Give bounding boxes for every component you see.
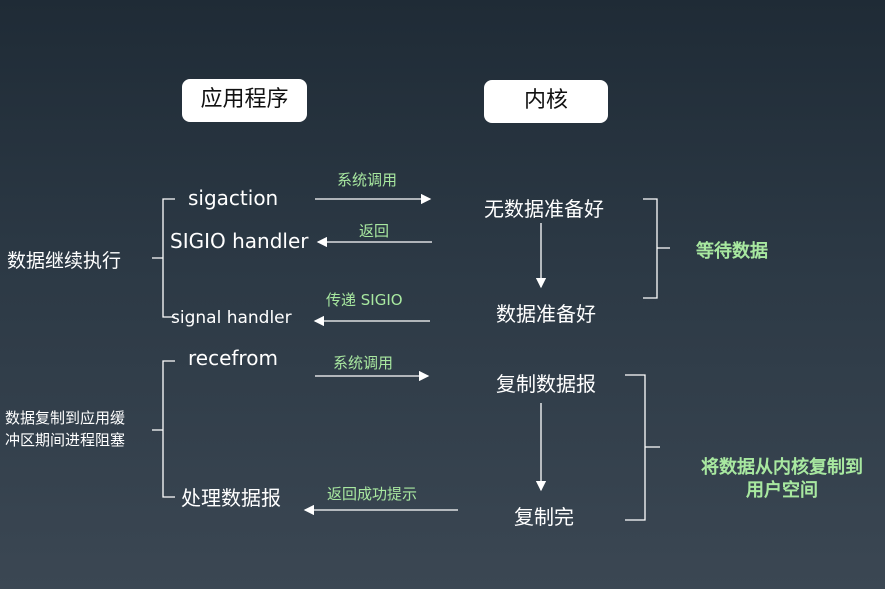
syscall-2-label: 系统调用 xyxy=(333,354,394,372)
return-1-label: 返回 xyxy=(359,222,390,240)
data-ready-label: 数据准备好 xyxy=(496,302,596,326)
bracket-wait-data xyxy=(643,198,670,299)
copy-done-label: 复制完 xyxy=(514,505,574,529)
blocked-annotation-line2: 冲区期间进程阻塞 xyxy=(5,431,126,449)
bracket-continue-exec xyxy=(152,198,175,318)
copy-to-user-line1: 将数据从内核复制到 xyxy=(701,457,863,478)
copy-datagram-label: 复制数据报 xyxy=(496,372,596,396)
app-header-box: 应用程序 xyxy=(182,79,307,122)
no-data-ready-label: 无数据准备好 xyxy=(484,197,604,221)
kernel-header-label: 内核 xyxy=(523,88,568,113)
bracket-blocked xyxy=(152,360,175,498)
recvfrom-label: recefrom xyxy=(188,346,278,370)
kernel-header-box: 内核 xyxy=(484,80,608,123)
signal-handler-label: signal handler xyxy=(171,308,292,328)
wait-data-annotation: 等待数据 xyxy=(696,241,768,262)
blocked-annotation-line1: 数据复制到应用缓 xyxy=(5,409,126,427)
deliver-sigio-label: 传递 SIGIO xyxy=(326,291,403,309)
copy-to-user-line2: 用户空间 xyxy=(746,480,818,501)
app-header-label: 应用程序 xyxy=(200,87,289,112)
continue-exec-annotation: 数据继续执行 xyxy=(7,250,122,272)
blocked-annotation: 数据复制到应用缓 冲区期间进程阻塞 xyxy=(5,407,125,451)
syscall-1-label: 系统调用 xyxy=(337,171,398,189)
sigio-handler-label: SIGIO handler xyxy=(170,229,309,253)
bracket-copy-to-user xyxy=(625,374,660,521)
sigaction-label: sigaction xyxy=(188,186,279,210)
copy-to-user-annotation: 将数据从内核复制到 用户空间 xyxy=(682,456,882,502)
process-datagram-label: 处理数据报 xyxy=(181,486,281,510)
return-success-label: 返回成功提示 xyxy=(327,485,418,503)
